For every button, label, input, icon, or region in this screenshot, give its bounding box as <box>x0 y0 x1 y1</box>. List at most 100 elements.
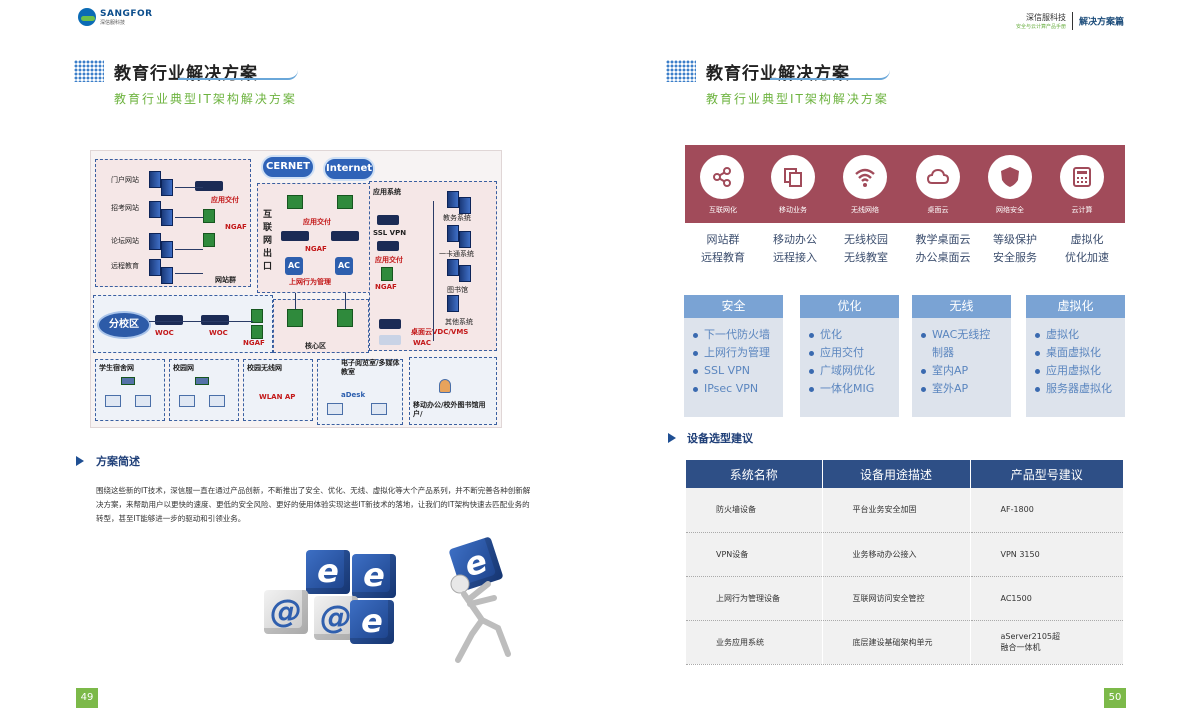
table-cell: VPN设备 <box>686 532 823 577</box>
vdc-device <box>379 319 401 329</box>
table-cell: aServer2105超融合一体机 <box>970 620 1123 665</box>
ac-device: AC <box>335 257 353 275</box>
card-item: 虚拟化 <box>1034 326 1119 344</box>
card-item: 应用交付 <box>808 344 893 362</box>
feature-item: 无线教室 <box>844 251 888 264</box>
calculator-icon <box>1060 155 1104 199</box>
link-line <box>175 249 203 250</box>
card-item: 服务器虚拟化 <box>1034 380 1119 398</box>
title-swoosh <box>770 70 890 80</box>
pc-icon <box>179 395 195 407</box>
feature-band: 互联网化 移动业务 无线网络 桌面云 网络安全 云计算 <box>685 145 1125 223</box>
ac-device: AC <box>285 257 303 275</box>
server-icon <box>149 233 161 250</box>
app-system-label: 应用系统 <box>373 188 401 196</box>
card-item: 室外AP <box>920 380 1005 398</box>
ssl-vpn-device <box>377 215 399 225</box>
zone-label: 电子阅览室/多媒体教室 <box>341 359 400 376</box>
logo-cn: 深信服科技 <box>100 20 126 26</box>
ngaf-label-4: NGAF <box>243 339 265 347</box>
ssl-vpn-label: SSL VPN <box>373 229 407 237</box>
table-cell: 互联网访问安全管控 <box>822 576 971 621</box>
link-line <box>149 321 253 322</box>
page-number-left: 49 <box>76 688 98 708</box>
router-icon <box>337 195 353 209</box>
server-icon <box>161 179 173 196</box>
copy-icon <box>771 155 815 199</box>
app-delivery-device-3 <box>377 241 399 251</box>
server-icon <box>459 231 471 248</box>
card-item: 下一代防火墙 <box>692 326 777 344</box>
link-line <box>345 293 346 309</box>
vdc-label: 桌面云VDC/VMS <box>411 328 469 336</box>
ngaf-label-2: NGAF <box>305 245 327 253</box>
header-subtitle: 安全与云计算产品手册 <box>1015 24 1066 30</box>
product-card-optimization: 优化 优化 应用交付 广域网优化 一体化MIG <box>800 295 899 417</box>
cube-e: e <box>352 554 396 598</box>
card-item: 室内AP <box>920 362 1005 380</box>
table-cell: AC1500 <box>970 576 1123 621</box>
server-icon <box>447 225 459 242</box>
left-subtitle: 教育行业典型IT架构解决方案 <box>114 92 297 106</box>
table-row: 防火墙设备 平台业务安全加固 AF-1800 <box>686 488 1123 533</box>
app-delivery-label-2: 应用交付 <box>303 218 331 226</box>
app-delivery-label: 应用交付 <box>211 196 239 204</box>
header-section: 解决方案篇 <box>1078 17 1124 28</box>
switch-icon <box>381 267 393 281</box>
header-right: 深信服科技 安全与云计算产品手册 解决方案篇 <box>1016 12 1124 30</box>
table-cell: VPN 3150 <box>970 532 1123 577</box>
feature-item: 远程接入 <box>773 251 817 264</box>
cube-at: @ <box>264 590 308 634</box>
server-icon <box>459 197 471 214</box>
table-cell: 上网行为管理设备 <box>686 576 823 621</box>
table-cell: AF-1800 <box>970 488 1123 533</box>
feature-item: 虚拟化 <box>1070 233 1104 246</box>
pc-icon <box>105 395 121 407</box>
table-cell: 平台业务安全加固 <box>822 488 971 533</box>
header-company: 深信服科技 <box>1025 13 1066 22</box>
dots-decoration <box>74 60 104 82</box>
card-item: 广域网优化 <box>808 362 893 380</box>
cubes-illustration: e e @ @ e e <box>258 536 548 670</box>
card-item: 上网行为管理 <box>692 344 777 362</box>
title-swoosh <box>178 70 298 80</box>
feature-item: 无线校园 <box>844 233 888 246</box>
firewall-device <box>281 231 309 241</box>
product-card-wireless: 无线 WAC无线控制器 室内AP 室外AP <box>912 295 1011 417</box>
feature-item: 等级保护 <box>993 233 1037 246</box>
product-card-security: 安全 下一代防火墙 上网行为管理 SSL VPN IPsec VPN <box>684 295 783 417</box>
wireless-zone <box>243 359 313 421</box>
server-icon <box>149 171 161 188</box>
wac-label: WAC <box>413 339 431 347</box>
behavior-mgmt-label: 上网行为管理 <box>289 278 331 286</box>
switch-icon <box>121 377 135 385</box>
server-icon <box>149 259 161 276</box>
card-item: 优化 <box>808 326 893 344</box>
card-item: 一体化MIG <box>808 380 893 398</box>
card-item: 应用虚拟化 <box>1034 362 1119 380</box>
core-label: 核心区 <box>305 342 326 350</box>
core-switch-icon <box>337 309 353 327</box>
cernet-cloud: CERNET <box>261 155 315 179</box>
zone-label: 学生宿舍网 <box>99 364 134 372</box>
table-header: 系统名称 <box>686 460 823 488</box>
pc-icon <box>327 403 343 415</box>
server-icon <box>447 259 459 276</box>
feature-item: 网站群 <box>706 233 740 246</box>
table-cell: 业务应用系统 <box>686 620 823 665</box>
page-number-right: 50 <box>1104 688 1126 708</box>
card-title: 虚拟化 <box>1026 295 1125 318</box>
site-label: 招考网站 <box>111 204 139 212</box>
card-title: 无线 <box>912 295 1011 318</box>
site-label: 远程教育 <box>111 262 139 270</box>
product-card-virtualization: 虚拟化 虚拟化 桌面虚拟化 应用虚拟化 服务器虚拟化 <box>1026 295 1125 417</box>
table-header: 设备用途描述 <box>822 460 971 488</box>
server-icon <box>161 241 173 258</box>
site-label: 门户网站 <box>111 176 139 184</box>
mobile-zone <box>409 357 497 425</box>
overview-title: 方案简述 <box>96 455 140 468</box>
link-line <box>175 187 203 188</box>
server-icon <box>161 209 173 226</box>
app-delivery-label-3: 应用交付 <box>375 256 403 264</box>
figure-icon <box>450 574 511 663</box>
